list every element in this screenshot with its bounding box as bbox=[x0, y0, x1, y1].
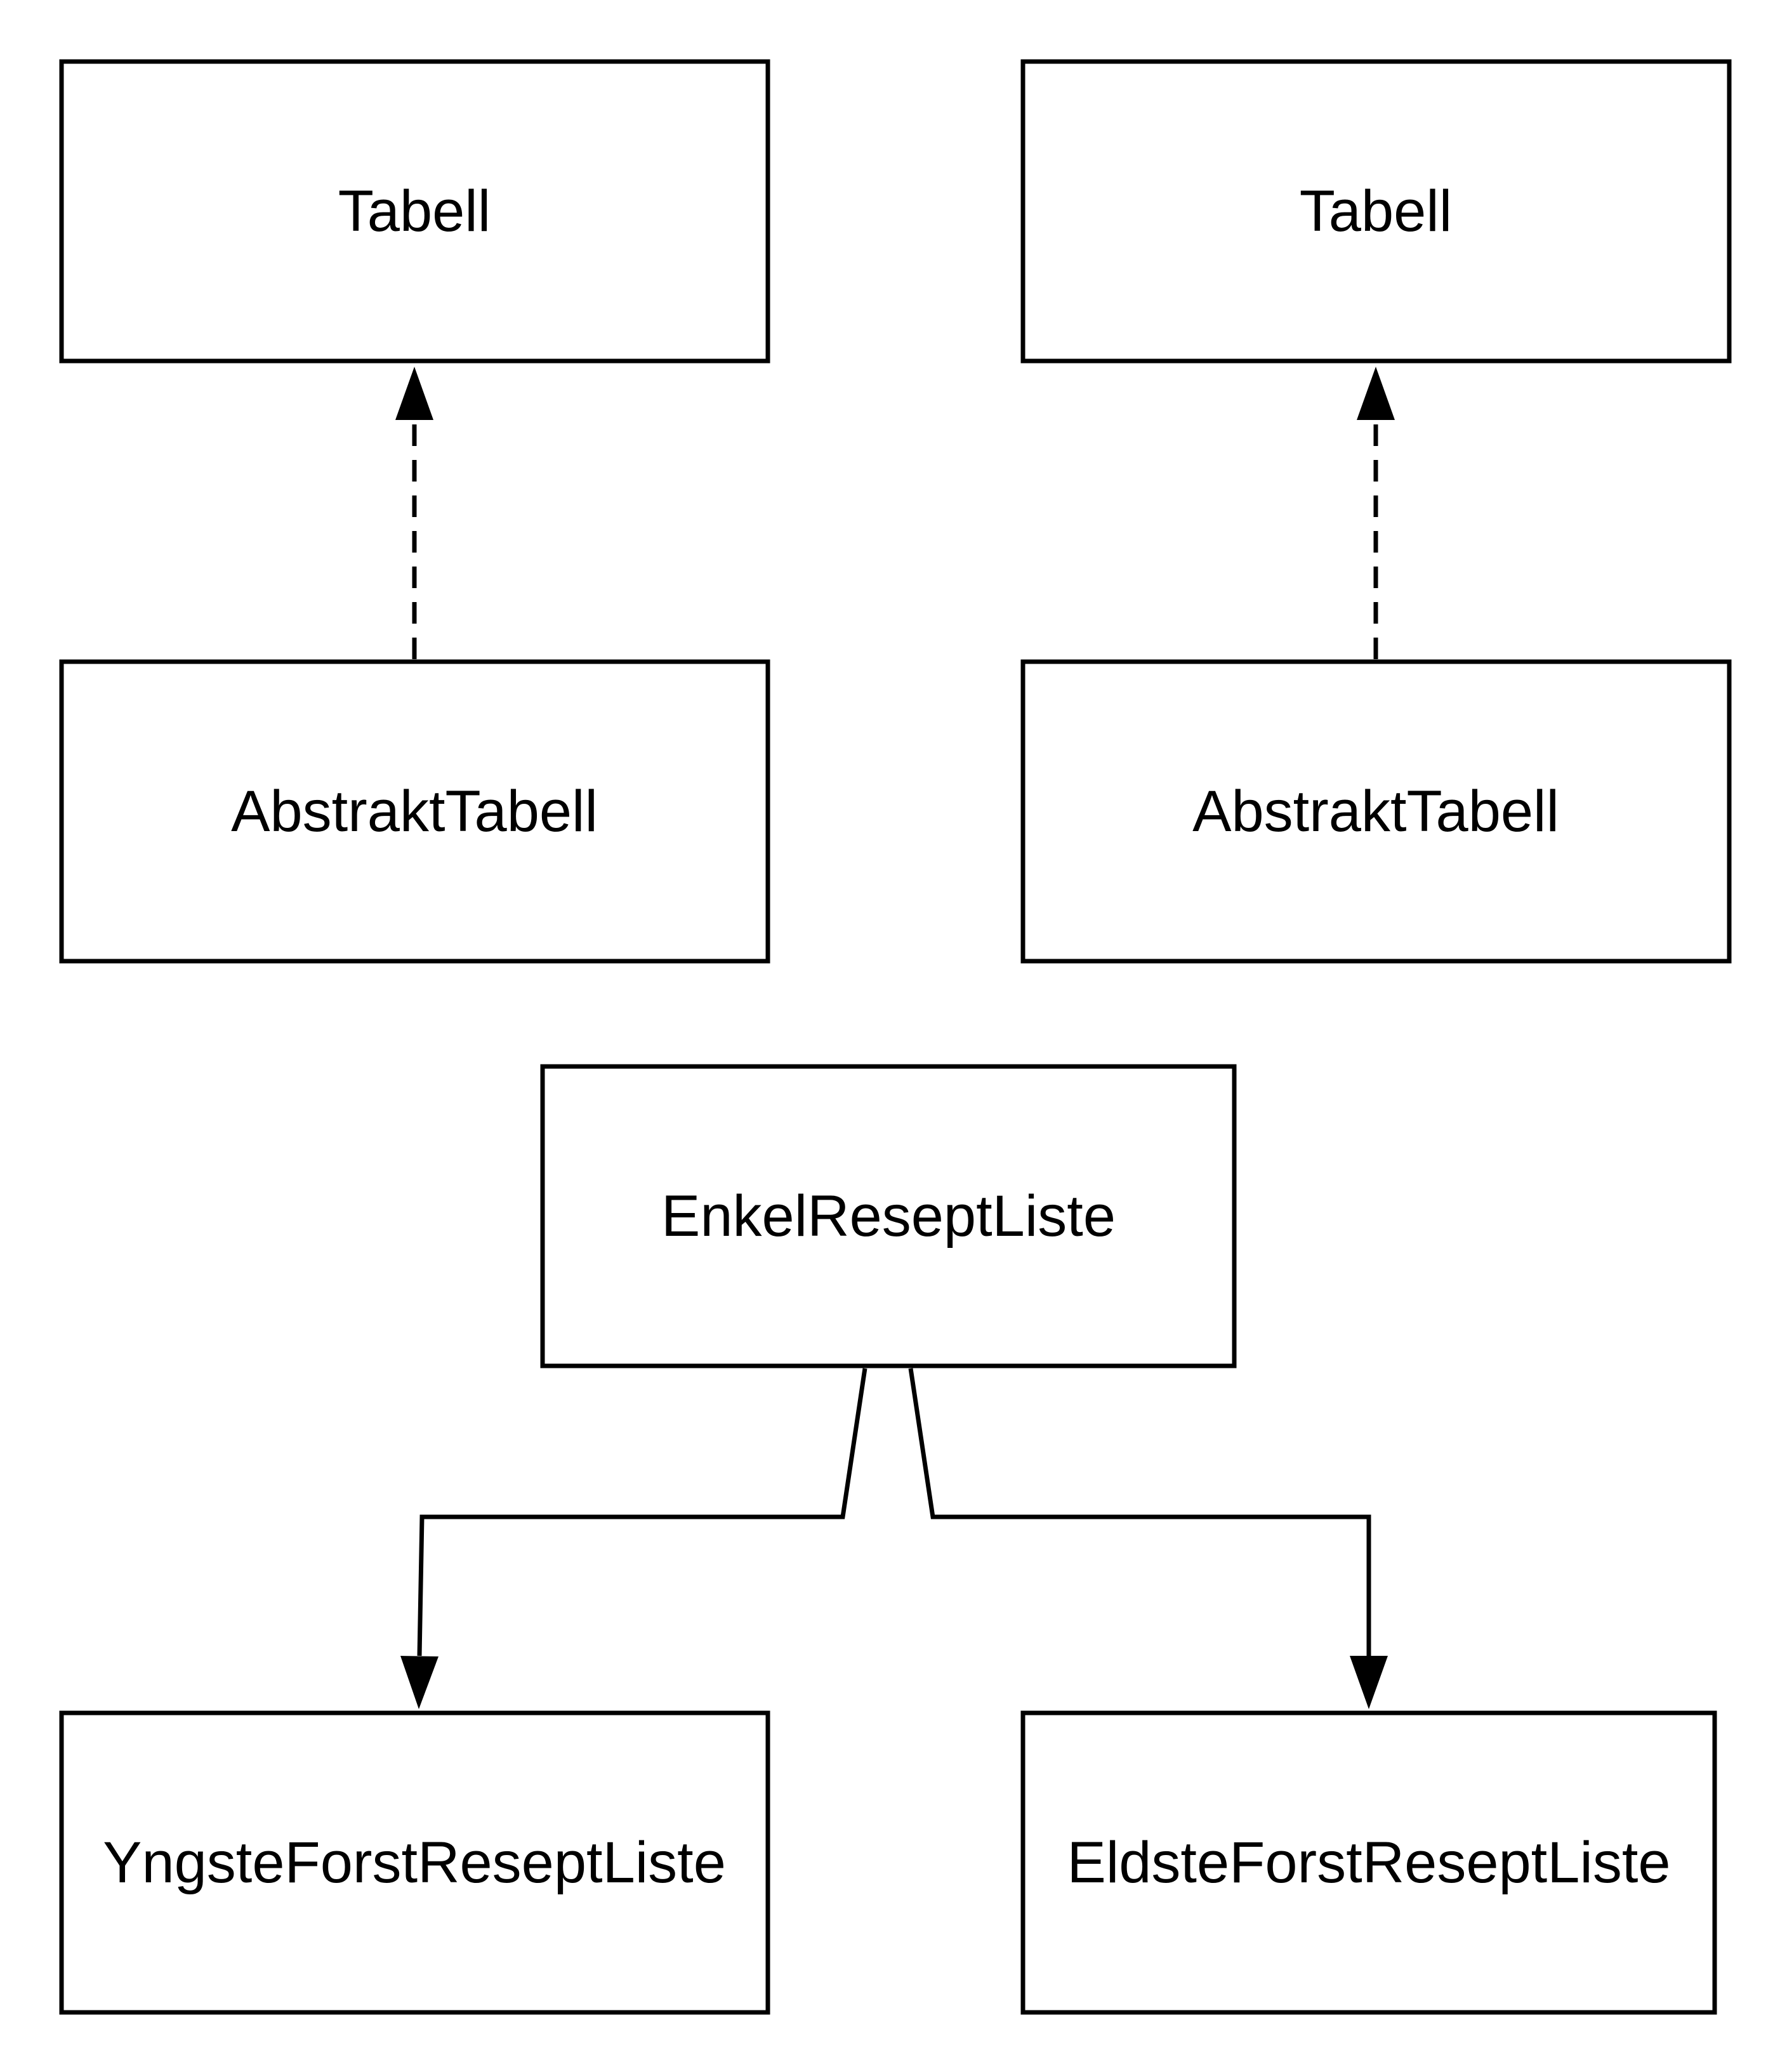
arrowhead-icon bbox=[395, 367, 433, 420]
node-label: AbstraktTabell bbox=[231, 779, 598, 844]
edge-enkel-to-eldste bbox=[908, 1368, 1388, 1709]
edge-enkel-to-yngste bbox=[400, 1368, 867, 1709]
arrowhead-icon bbox=[1350, 1656, 1388, 1709]
node-label: EnkelReseptListe bbox=[661, 1184, 1116, 1249]
node-eldste-forst-resept-liste: EldsteForstReseptListe bbox=[1020, 1710, 1717, 2015]
node-label: AbstraktTabell bbox=[1192, 779, 1559, 844]
node-label: Tabell bbox=[1300, 179, 1452, 244]
arrowhead-icon bbox=[400, 1656, 439, 1709]
node-tabell-left: Tabell bbox=[59, 59, 770, 364]
edge-abstrakt-right-to-tabell-right bbox=[1357, 367, 1395, 659]
arrowhead-icon bbox=[1357, 367, 1395, 420]
node-enkel-resept-liste: EnkelReseptListe bbox=[540, 1064, 1237, 1368]
node-label: EldsteForstReseptListe bbox=[1067, 1830, 1670, 1895]
edge-abstrakt-left-to-tabell-left bbox=[395, 367, 433, 659]
node-label: YngsteForstReseptListe bbox=[103, 1830, 726, 1895]
node-abstrakt-right: AbstraktTabell bbox=[1020, 659, 1732, 964]
node-label: Tabell bbox=[338, 179, 491, 244]
node-yngste-forst-resept-liste: YngsteForstReseptListe bbox=[59, 1710, 770, 2015]
node-tabell-right: Tabell bbox=[1020, 59, 1732, 364]
node-abstrakt-left: AbstraktTabell bbox=[59, 659, 770, 964]
